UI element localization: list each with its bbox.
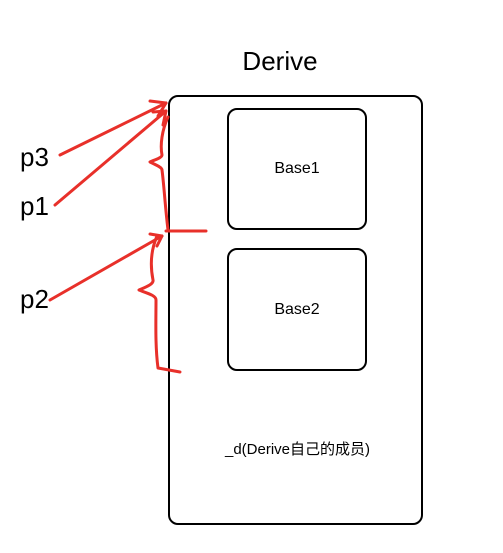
base2-subobject-box: Base2 bbox=[227, 248, 367, 371]
base1-brace bbox=[148, 115, 170, 232]
base1-subobject-box: Base1 bbox=[227, 108, 367, 230]
p1-arrowhead bbox=[151, 109, 168, 127]
base2-label: Base2 bbox=[274, 300, 320, 318]
p2-arrowhead bbox=[148, 232, 164, 248]
pointer-label-p3: p3 bbox=[20, 142, 49, 172]
p2-arrow bbox=[48, 234, 164, 302]
pointer-label-p2: p2 bbox=[20, 284, 49, 314]
p1-arrow bbox=[53, 109, 168, 207]
base1-label: Base1 bbox=[274, 160, 320, 177]
pointer-label-p1: p1 bbox=[20, 191, 49, 221]
p3-arrow bbox=[58, 101, 168, 157]
derive-member-label: _d(Derive自己的成员) bbox=[224, 441, 371, 458]
diagram-title: Derive bbox=[242, 46, 318, 76]
p3-arrowhead bbox=[148, 99, 168, 118]
